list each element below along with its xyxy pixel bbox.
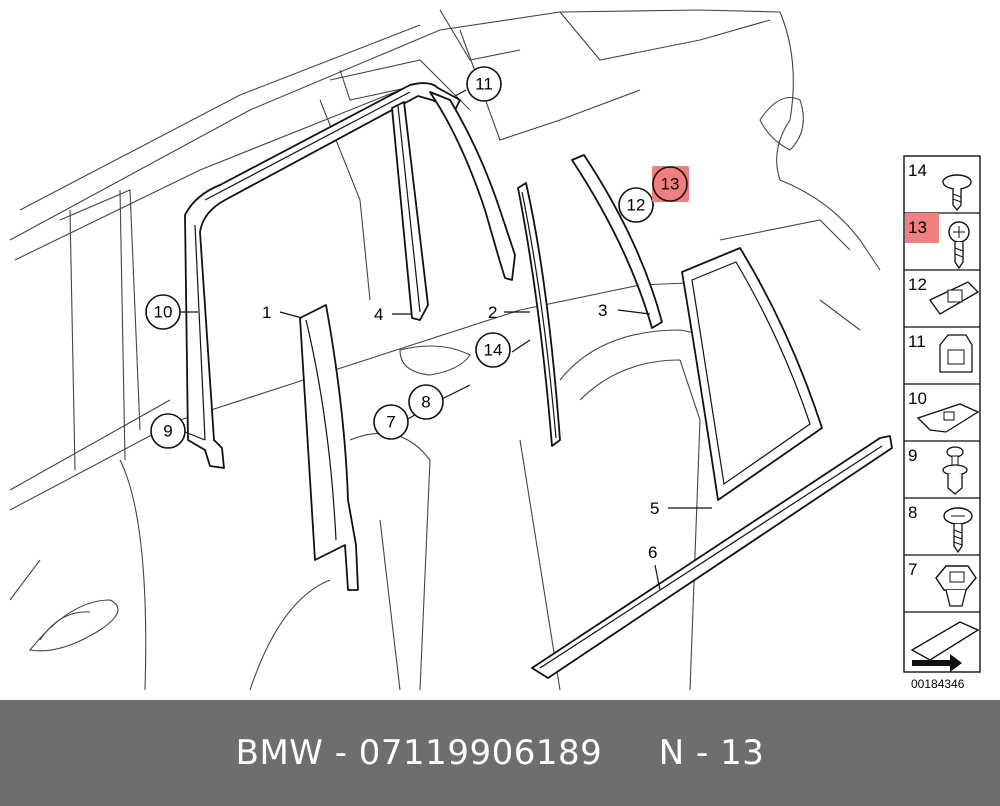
retainer-plate-icon — [916, 403, 980, 433]
legend-num-9: 9 — [908, 446, 917, 465]
footer-bar: BMW - 07119906189 N - 13 — [0, 700, 1000, 806]
callout-13-circle-highlighted: 13 — [652, 166, 689, 202]
legend-highlight-13 — [905, 213, 939, 243]
pillar-trim-part-2 — [517, 182, 561, 447]
sill-strip-part-6 — [531, 435, 893, 679]
callout-8-circle: 8 — [408, 384, 444, 420]
trim-part-3 — [571, 154, 663, 329]
callout-11-circle: 11 — [466, 66, 502, 102]
pillar-trim-part-1 — [299, 304, 359, 591]
callout-7-circle: 7 — [373, 404, 409, 440]
legend-num-13: 13 — [908, 218, 927, 237]
callout-13: 13 — [661, 175, 680, 194]
callout-10-circle: 10 — [145, 294, 181, 330]
window-channel-part-11 — [429, 91, 516, 281]
legend-num-10: 10 — [908, 389, 927, 408]
clip-nut-icon — [939, 334, 973, 373]
legend-num-8: 8 — [908, 503, 917, 522]
parts-legend: 14 13 12 11 10 — [903, 155, 981, 691]
legend-num-14: 14 — [908, 161, 927, 180]
callout-8: 8 — [421, 393, 430, 412]
flat-head-screw-icon — [943, 507, 973, 554]
callout-2: 2 — [488, 303, 497, 322]
self-tapping-screw-icon — [948, 221, 970, 270]
callout-6: 6 — [648, 543, 657, 562]
callout-10: 10 — [154, 303, 173, 322]
clip-bracket-icon — [929, 281, 980, 315]
callout-11: 11 — [475, 75, 493, 94]
legend-num-12: 12 — [908, 275, 927, 294]
callout-7: 7 — [386, 413, 395, 432]
drawing-number: 00184346 — [911, 677, 965, 691]
shim-arrow-icon — [910, 621, 980, 672]
callout-14: 14 — [484, 341, 503, 360]
footer-part-text: BMW - 07119906189 N - 13 — [235, 733, 765, 773]
callout-12-circle: 12 — [618, 187, 654, 223]
parts-diagram: 1 4 2 3 5 6 11 10 9 7 8 14 12 13 — [9, 9, 981, 691]
callout-14-circle: 14 — [475, 332, 511, 368]
callout-1: 1 — [262, 303, 271, 322]
strip-part-4 — [391, 101, 429, 321]
quarter-window-frame-part-5 — [681, 247, 823, 501]
screw-washer-icon — [942, 174, 972, 212]
callout-4: 4 — [374, 305, 383, 324]
expanding-rivet-icon — [942, 446, 968, 495]
callout-3: 3 — [598, 301, 607, 320]
door-frame-part-10 — [184, 82, 461, 469]
legend-num-7: 7 — [908, 560, 917, 579]
callout-9: 9 — [163, 422, 172, 441]
legend-num-11: 11 — [908, 332, 926, 351]
callout-12: 12 — [627, 196, 646, 215]
callout-5: 5 — [650, 499, 659, 518]
callout-9-circle: 9 — [150, 413, 186, 449]
highlight-marker — [652, 166, 689, 202]
expansion-nut-icon — [935, 565, 977, 607]
